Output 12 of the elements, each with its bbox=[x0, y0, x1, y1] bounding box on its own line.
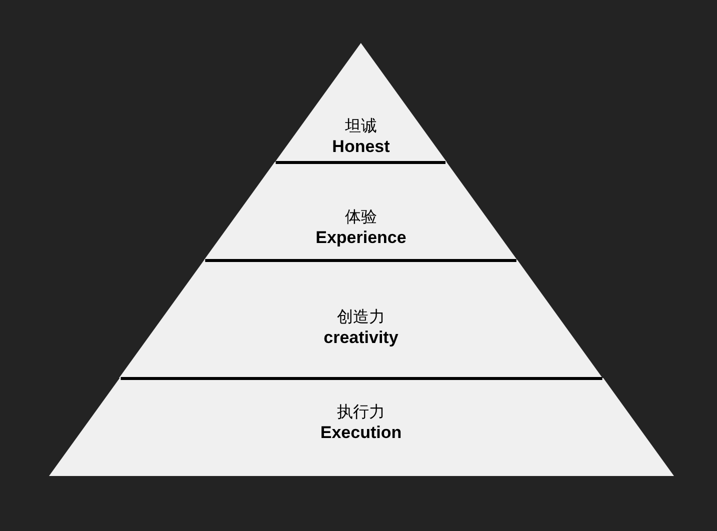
tier-subtitle: creativity bbox=[324, 327, 398, 349]
pyramid-tier bbox=[275, 43, 447, 162]
tier-title: 执行力 bbox=[337, 401, 385, 422]
pyramid-tier bbox=[119, 260, 603, 378]
pyramid-tier bbox=[204, 162, 518, 260]
pyramid-tier bbox=[48, 378, 674, 476]
tier-title: 坦诚 bbox=[344, 115, 377, 136]
tier-subtitle: Honest bbox=[332, 136, 390, 158]
tier-title: 体验 bbox=[344, 206, 377, 227]
tier-subtitle: Experience bbox=[316, 227, 406, 249]
tier-title: 创造力 bbox=[336, 306, 385, 327]
tier-subtitle: Execution bbox=[320, 422, 402, 444]
